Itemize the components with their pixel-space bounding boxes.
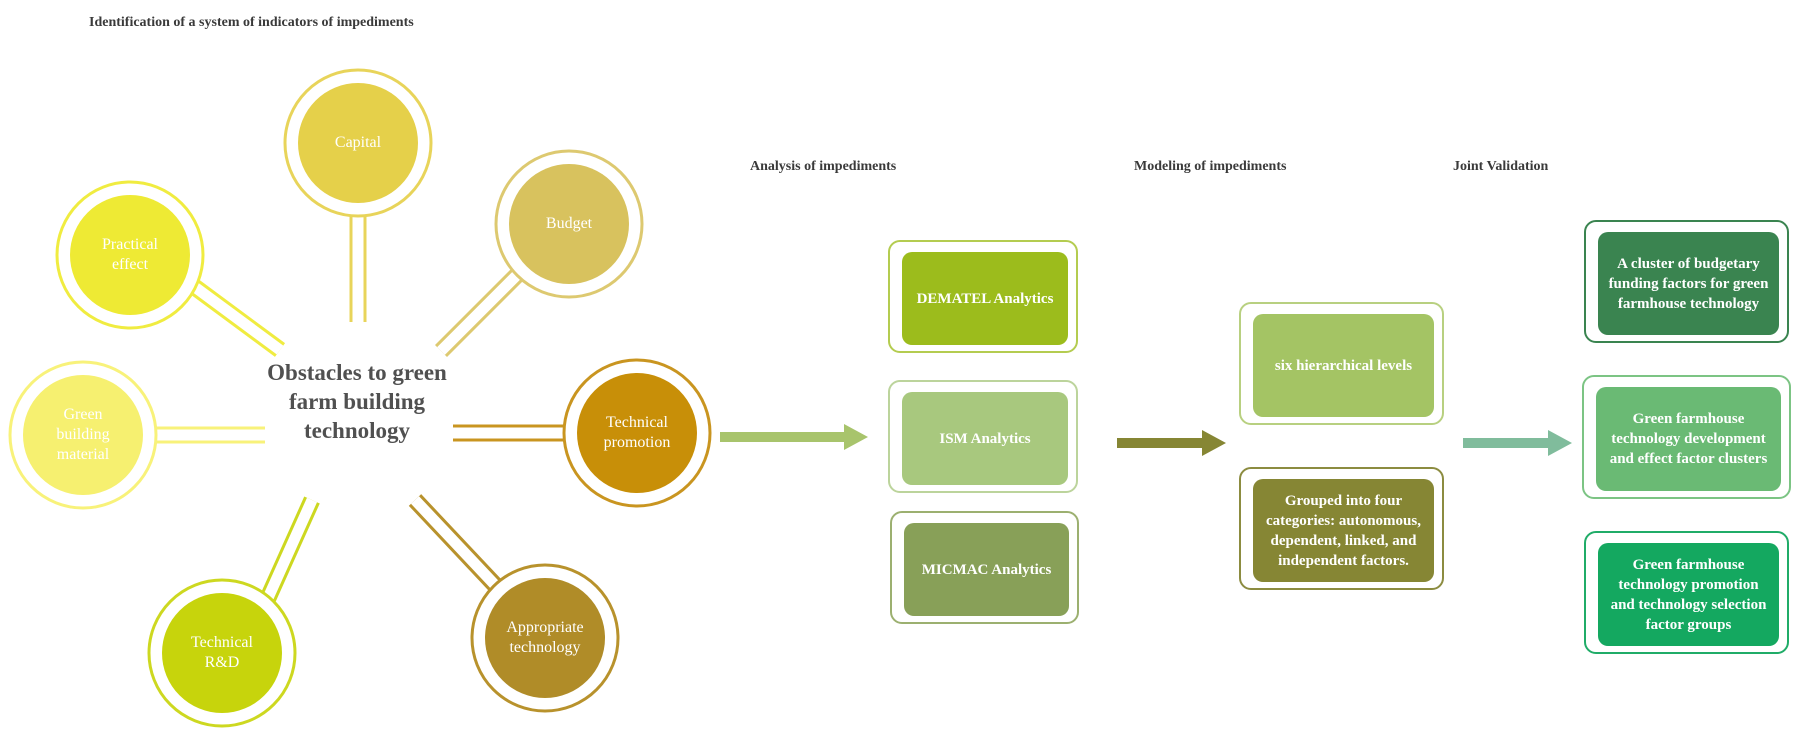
bubble-appropriate-technology[interactable] [485, 578, 605, 698]
bubble-technical-rd[interactable] [162, 593, 282, 713]
bubble-budget[interactable] [509, 164, 629, 284]
bubble-label-capital: Capital [334, 134, 382, 151]
bubble-handle-inner-practical-effect [184, 277, 284, 355]
analysis-box-ism-fill: ISM Analytics [902, 392, 1068, 485]
analysis-box-dematel-label: DEMATEL Analytics [916, 290, 1054, 307]
modeling-box-levels[interactable]: six hierarchical levels [1239, 302, 1444, 425]
bubble-handles [150, 210, 564, 602]
header-analysis: Analysis of impediments [750, 159, 897, 174]
modeling-box-categories-fill: Grouped into four categories: autonomous… [1253, 479, 1434, 582]
validation-box-budget-fill: A cluster of budgetary funding factors f… [1598, 232, 1779, 335]
validation-box-development[interactable]: Green farmhouse technology development a… [1582, 375, 1791, 499]
modeling-box-categories[interactable]: Grouped into four categories: autonomous… [1239, 467, 1444, 590]
flow-arrows [720, 424, 1572, 456]
modeling-box-levels-fill: six hierarchical levels [1253, 314, 1434, 417]
validation-box-budget-label: A cluster of budgetary funding factors f… [1608, 255, 1769, 312]
bubble-handle-inner-budget [437, 270, 522, 355]
modeling-box-categories-label: Grouped into four categories: autonomous… [1266, 492, 1421, 569]
bubble-label-technical-promotion: Technical promotion [603, 414, 671, 451]
bubble-handle-inner-appropriate-technology [410, 496, 500, 589]
bubble-technical-promotion[interactable] [577, 373, 697, 493]
bubble-handle-inner-technical-rd [262, 497, 318, 601]
bubble-practical-effect[interactable] [70, 195, 190, 315]
bubble-green-building-material[interactable] [23, 375, 143, 495]
validation-box-development-label: Green farmhouse technology development a… [1609, 411, 1768, 467]
bubble-group [8, 68, 712, 728]
modeling-box-levels-label: six hierarchical levels [1274, 357, 1413, 374]
analysis-box-micmac-label: MICMAC Analytics [921, 561, 1052, 578]
arrow-modeling [1117, 430, 1226, 456]
analysis-box-dematel-fill: DEMATEL Analytics [902, 252, 1068, 345]
bubble-label-practical-effect: Practical effect [102, 236, 158, 273]
validation-box-promotion-label: Green farmhouse technology promotion and… [1610, 556, 1767, 633]
validation-box-promotion[interactable]: Green farmhouse technology promotion and… [1584, 531, 1789, 654]
validation-box-promotion-fill: Green farmhouse technology promotion and… [1598, 543, 1779, 646]
analysis-box-micmac-fill: MICMAC Analytics [904, 523, 1069, 616]
validation-box-development-fill: Green farmhouse technology development a… [1596, 387, 1781, 491]
header-validation: Joint Validation [1453, 159, 1549, 174]
bubble-label-technical-rd: Technical R&D [191, 634, 253, 671]
analysis-box-ism-label: ISM Analytics [939, 430, 1031, 447]
arrow-validation [1463, 430, 1572, 456]
validation-box-budget[interactable]: A cluster of budgetary funding factors f… [1584, 220, 1789, 343]
arrow-analysis [720, 424, 868, 450]
analysis-box-micmac[interactable]: MICMAC Analytics [890, 511, 1079, 624]
header-identification: Identification of a system of indicators… [89, 15, 414, 30]
center-title: Obstacles to green farm building technol… [267, 360, 447, 443]
bubble-label-green-building-material: Green building material [56, 406, 110, 463]
analysis-box-ism[interactable]: ISM Analytics [888, 380, 1078, 493]
bubble-label-appropriate-technology: Appropriate technology [506, 619, 584, 656]
bubble-label-budget: Budget [545, 215, 593, 232]
bubble-capital[interactable] [298, 83, 418, 203]
analysis-box-dematel[interactable]: DEMATEL Analytics [888, 240, 1078, 353]
header-modeling: Modeling of impediments [1134, 159, 1287, 174]
